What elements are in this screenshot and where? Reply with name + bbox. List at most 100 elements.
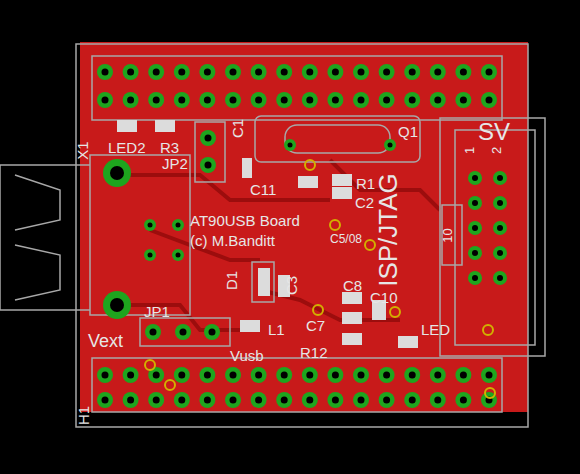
silkscreen-label: C5/08 [330, 233, 362, 245]
drill-hole [230, 97, 237, 104]
pad [284, 139, 296, 151]
pad [251, 367, 267, 383]
drill-hole [110, 298, 124, 312]
drill-hole [358, 397, 365, 404]
pad [97, 392, 113, 408]
drill-hole [306, 69, 313, 76]
drill-hole [178, 97, 185, 104]
silkscreen-label: 2 [490, 146, 503, 153]
via [483, 325, 493, 335]
silkscreen-label: JP1 [144, 304, 170, 319]
pad [276, 367, 292, 383]
drill-hole [204, 397, 211, 404]
pad [327, 367, 343, 383]
pad [430, 64, 446, 80]
drill-hole [409, 69, 416, 76]
drill-hole [153, 372, 160, 379]
drill-hole [230, 372, 237, 379]
pad [225, 64, 241, 80]
pad [404, 392, 420, 408]
drill-hole [255, 397, 262, 404]
pad [172, 219, 184, 231]
drill-hole [486, 69, 493, 76]
via [165, 380, 175, 390]
drill-hole [102, 69, 109, 76]
drill-hole [209, 329, 216, 336]
pads [97, 64, 507, 408]
smd-parts [117, 120, 418, 348]
drill-hole [281, 69, 288, 76]
pad [302, 392, 318, 408]
pad [481, 64, 497, 80]
drill-hole [332, 69, 339, 76]
drill-hole [460, 372, 467, 379]
drill-hole [281, 97, 288, 104]
drill-hole [178, 69, 185, 76]
drill-hole [332, 97, 339, 104]
pad [404, 92, 420, 108]
pad [353, 92, 369, 108]
silkscreen-label: C8 [343, 278, 362, 293]
via [365, 240, 375, 250]
drill-hole [434, 69, 441, 76]
drill-hole [288, 143, 293, 148]
via [330, 220, 340, 230]
pad [327, 64, 343, 80]
pad [302, 64, 318, 80]
silkscreen-label: LED2 [108, 140, 146, 155]
pad [251, 92, 267, 108]
drill-hole [148, 253, 153, 258]
pad [493, 246, 507, 260]
silkscreen-label: C3 [285, 275, 300, 294]
drill-hole [383, 97, 390, 104]
pad [97, 92, 113, 108]
drill-hole [148, 223, 153, 228]
via [313, 305, 323, 315]
pad [353, 64, 369, 80]
drill-hole [176, 253, 181, 258]
silkscreen-label: R12 [300, 345, 328, 360]
pad [97, 367, 113, 383]
pad [174, 367, 190, 383]
pad [172, 249, 184, 261]
drill-hole [486, 97, 493, 104]
pad [199, 392, 215, 408]
pad [199, 367, 215, 383]
silkscreen-label: C2 [355, 195, 374, 210]
drill-hole [383, 372, 390, 379]
drill-hole [204, 372, 211, 379]
drill-hole [434, 97, 441, 104]
pad [199, 64, 215, 80]
pad [455, 64, 471, 80]
pad [103, 291, 131, 319]
pad [302, 92, 318, 108]
pad [144, 249, 156, 261]
drill-hole [383, 69, 390, 76]
drill-hole [460, 69, 467, 76]
pad [174, 92, 190, 108]
pad [145, 324, 161, 340]
drill-hole [180, 329, 187, 336]
drill-hole [230, 69, 237, 76]
pad [276, 92, 292, 108]
drill-hole [409, 97, 416, 104]
drill-hole [306, 372, 313, 379]
drill-hole [127, 372, 134, 379]
silkscreen-label: Vext [88, 332, 123, 350]
pad [404, 367, 420, 383]
silkscreen-label: C1 [231, 118, 246, 137]
pad [225, 367, 241, 383]
drill-hole [497, 200, 503, 206]
drill-hole [358, 97, 365, 104]
drill-hole [230, 397, 237, 404]
pad [379, 392, 395, 408]
pad [353, 367, 369, 383]
drill-hole [102, 97, 109, 104]
drill-hole [472, 175, 478, 181]
drill-hole [472, 275, 478, 281]
pad [123, 392, 139, 408]
via [390, 307, 400, 317]
pad [468, 221, 482, 235]
pad [353, 392, 369, 408]
silkscreen-label: C10 [370, 290, 398, 305]
